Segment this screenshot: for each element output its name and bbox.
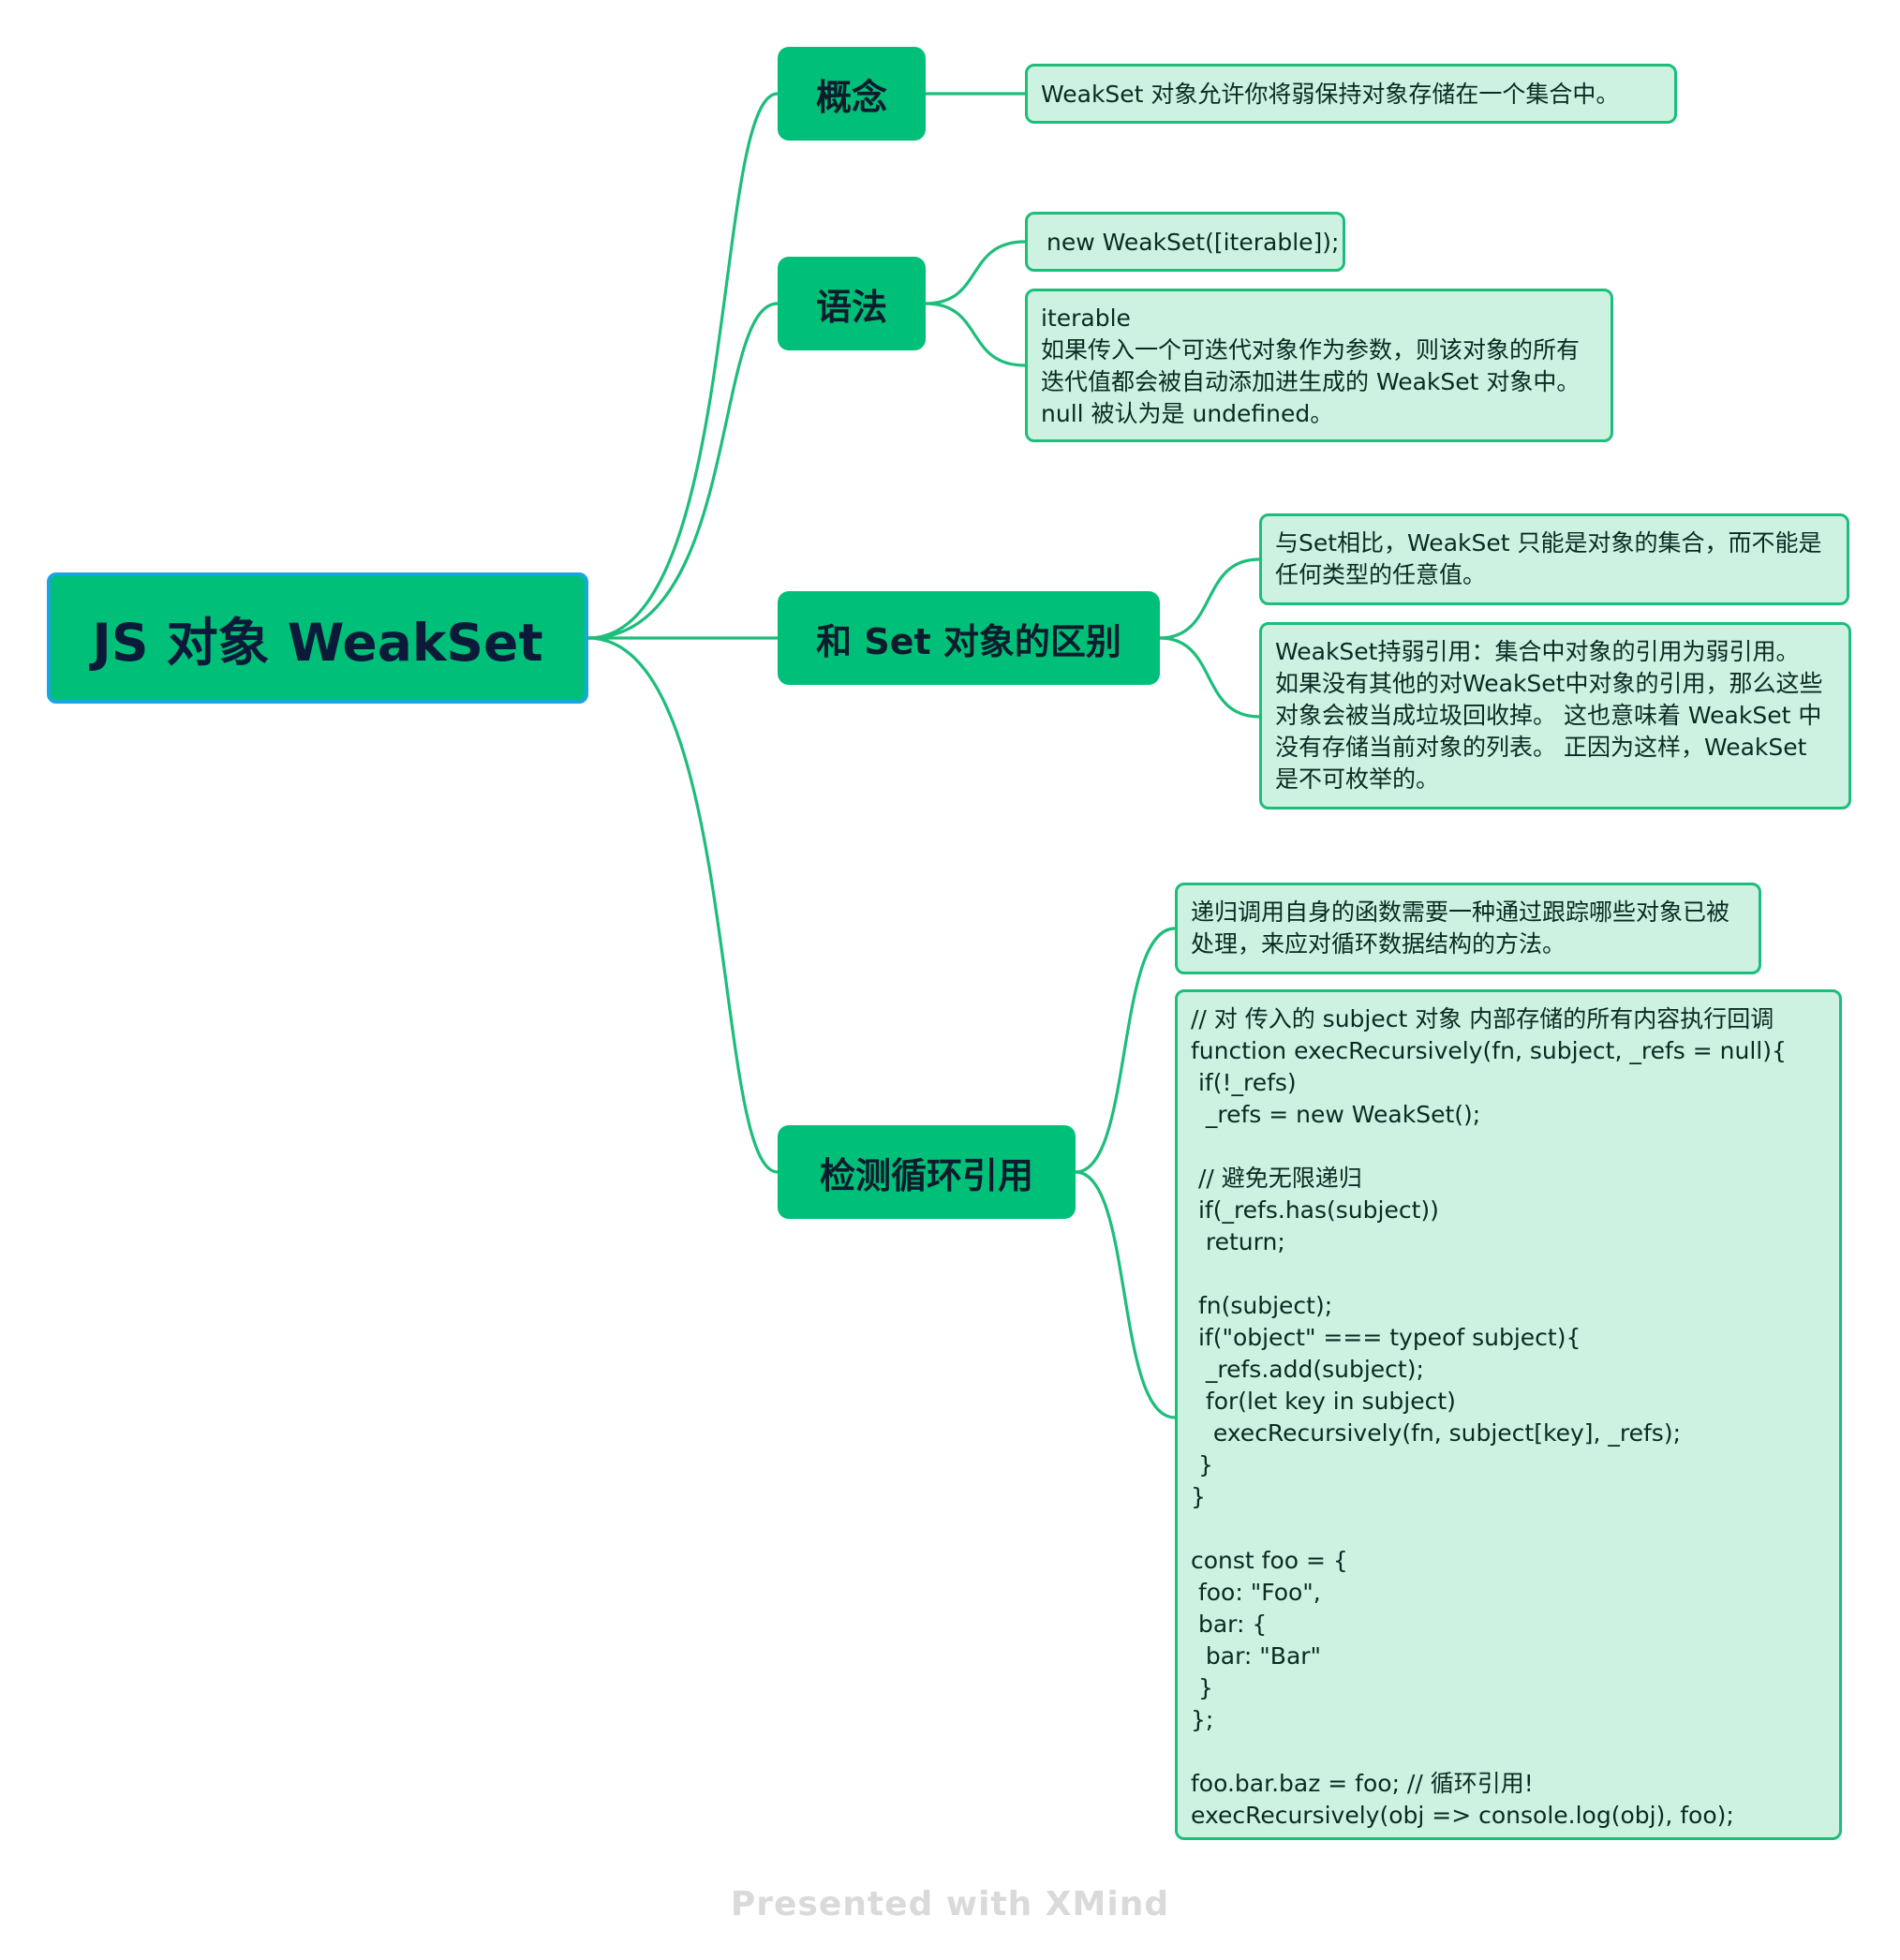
connector-root-to-syntax — [587, 302, 779, 640]
connector-root-to-concept — [587, 92, 779, 640]
leaf-syntax-constructor[interactable]: new WeakSet([iterable]); — [1025, 212, 1345, 272]
connector-difference-to-leaf-2 — [1159, 636, 1260, 719]
connector-syntax-to-leaf-2 — [925, 302, 1026, 367]
connector-syntax-to-leaf-1 — [925, 240, 1026, 305]
connector-root-to-cycle — [587, 636, 779, 1174]
topic-concept[interactable]: 概念 — [778, 47, 926, 141]
leaf-cycle-code-example[interactable]: // 对 传入的 subject 对象 内部存储的所有内容执行回调 functi… — [1175, 989, 1842, 1840]
xmind-footer: Presented with XMind — [730, 1885, 1170, 1923]
connector-cycle-to-leaf-1 — [1075, 927, 1176, 1174]
connector-difference-to-leaf-1 — [1159, 557, 1260, 640]
root-topic[interactable]: JS 对象 WeakSet — [47, 572, 588, 704]
leaf-cycle-description[interactable]: 递归调用自身的函数需要一种通过跟踪哪些对象已被 处理，来应对循环数据结构的方法。 — [1175, 883, 1761, 974]
leaf-difference-objects-only[interactable]: 与Set相比，WeakSet 只能是对象的集合，而不能是 任何类型的任意值。 — [1259, 513, 1849, 605]
leaf-concept-definition[interactable]: WeakSet 对象允许你将弱保持对象存储在一个集合中。 — [1025, 64, 1677, 124]
leaf-difference-weak-references[interactable]: WeakSet持弱引用：集合中对象的引用为弱引用。 如果没有其他的对WeakSe… — [1259, 622, 1851, 809]
topic-difference-from-set[interactable]: 和 Set 对象的区别 — [778, 591, 1160, 685]
leaf-syntax-iterable[interactable]: iterable 如果传入一个可迭代对象作为参数，则该对象的所有 迭代值都会被自… — [1025, 289, 1613, 442]
topic-detect-circular-reference[interactable]: 检测循环引用 — [778, 1125, 1076, 1219]
connector-cycle-to-leaf-2 — [1075, 1170, 1176, 1419]
topic-syntax[interactable]: 语法 — [778, 257, 926, 350]
